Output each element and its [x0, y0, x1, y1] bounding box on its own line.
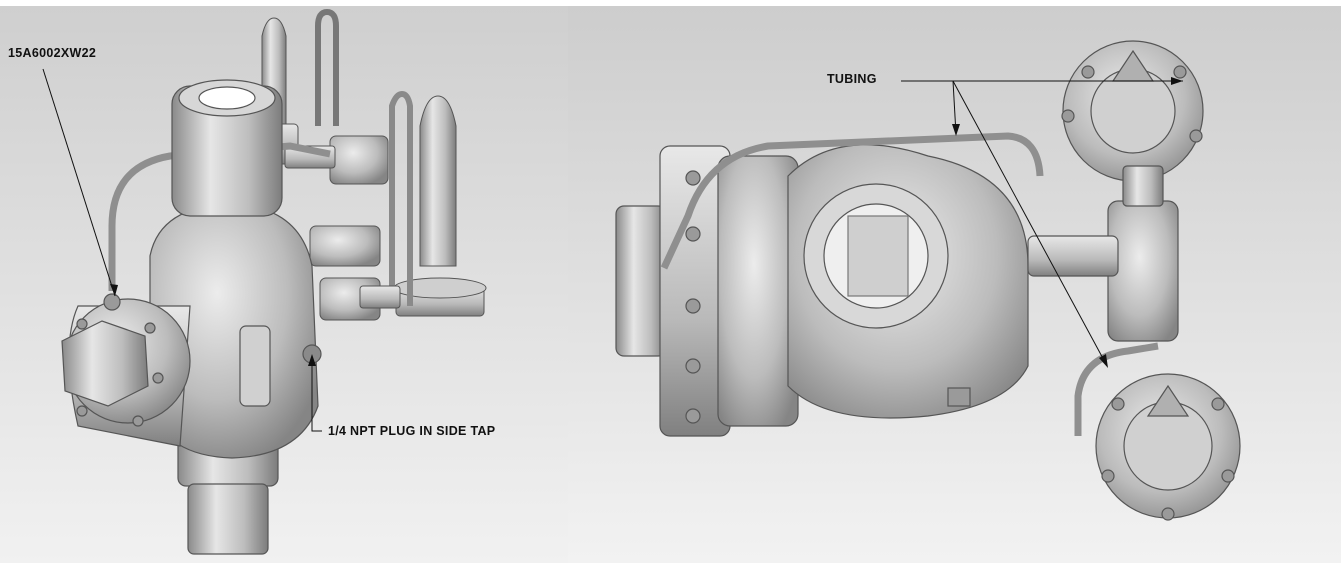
- side-tap-leader: [311, 358, 322, 432]
- tubing-arrowhead-lower: [1099, 354, 1108, 368]
- right-view-panel: TUBING: [568, 6, 1341, 563]
- tubing-arrowhead-upper: [1171, 77, 1183, 85]
- part-number-label: 15A6002XW22: [8, 46, 97, 60]
- pilot-assembly-upper-right: [1061, 40, 1204, 183]
- pilot-body-center-right: [1027, 165, 1179, 342]
- right-tubing-main: [660, 132, 1044, 270]
- tubing-arrowhead-main: [952, 124, 960, 136]
- regulator-top-view: [568, 6, 1341, 563]
- main-valve-body: [61, 79, 322, 555]
- tubing-label: TUBING: [827, 72, 877, 86]
- right-tubing-lower: [1074, 342, 1159, 436]
- left-tubing: [108, 142, 331, 291]
- side-tap-arrowhead: [308, 354, 316, 366]
- pilot-assembly-upper: [251, 8, 487, 321]
- left-view-panel: 15A6002XW22 1/4 NPT PLUG IN SIDE TAP: [0, 6, 568, 563]
- pilot-assembly-lower-right: [1095, 373, 1241, 521]
- main-valve-top: [615, 144, 1029, 437]
- part-number-leader: [42, 68, 116, 297]
- side-tap-plug-label: 1/4 NPT PLUG IN SIDE TAP: [328, 424, 496, 438]
- tubing-leader-lower: [952, 80, 1107, 365]
- part-number-arrowhead: [110, 284, 118, 296]
- regulator-side-view: [0, 6, 568, 563]
